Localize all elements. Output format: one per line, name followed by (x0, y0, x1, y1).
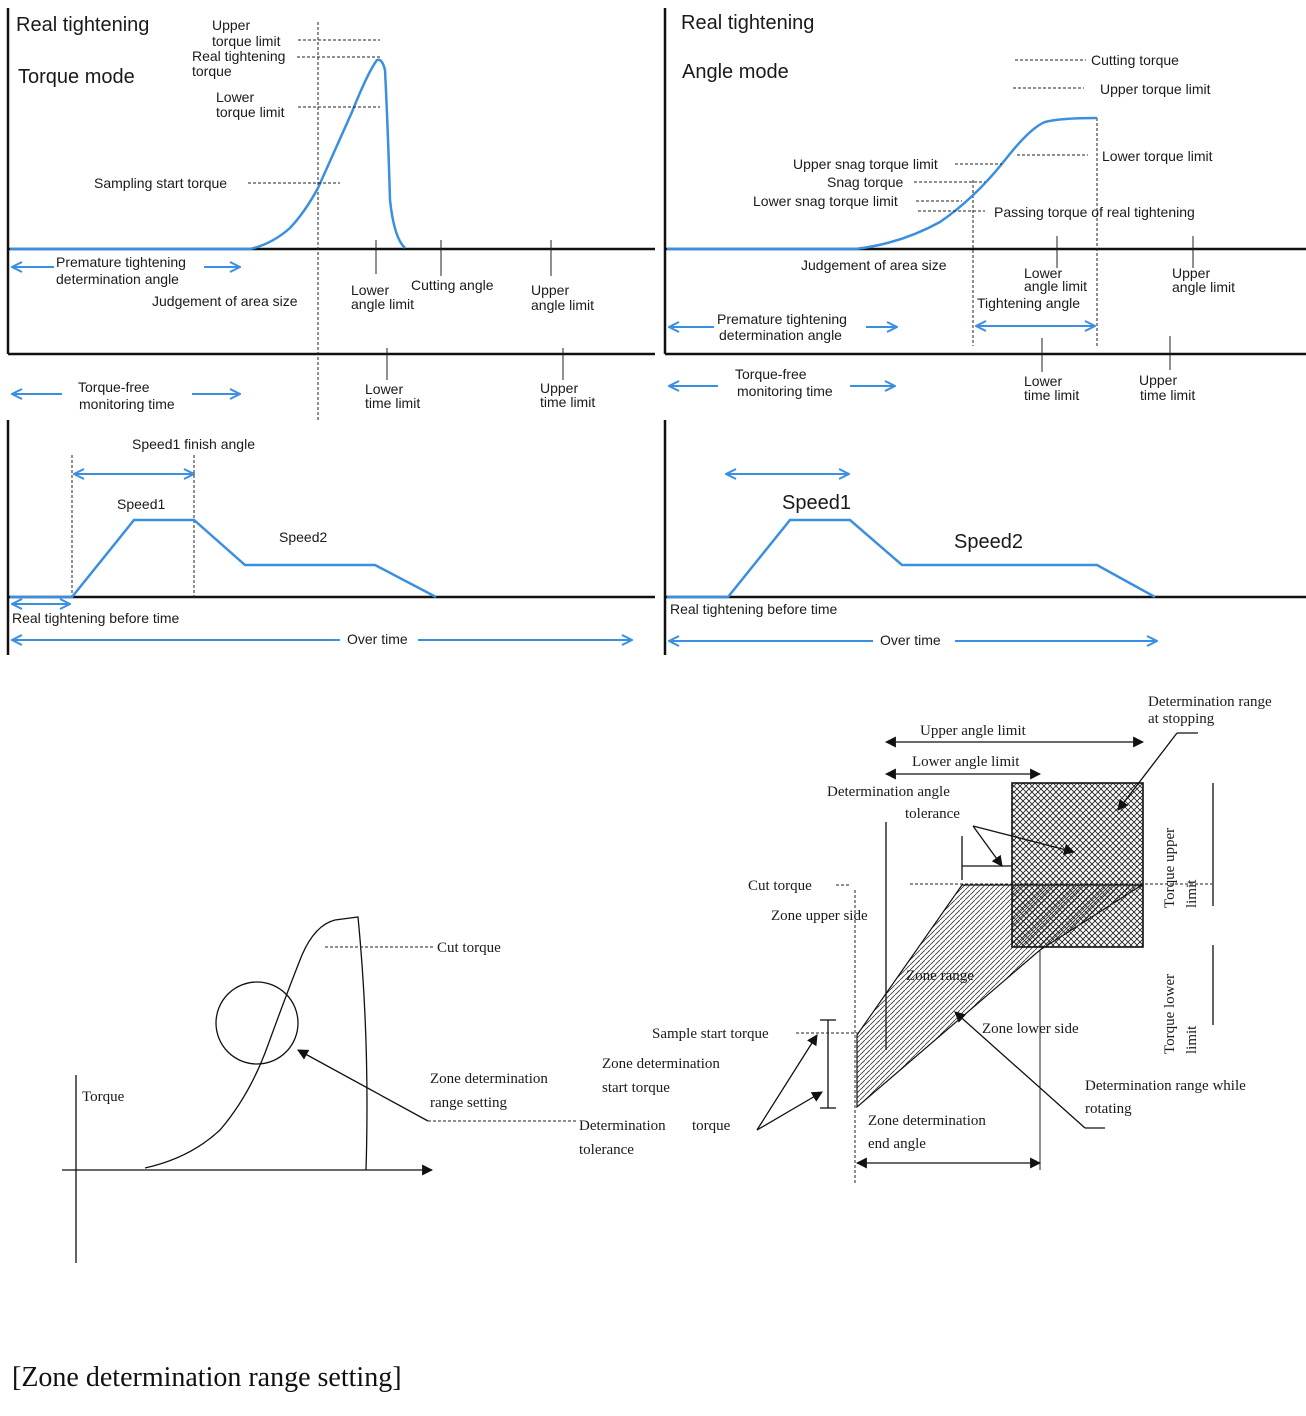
angle-lower-angle-limit-l1: Lower (1024, 265, 1062, 281)
angle-torque-free-l1: Torque-free (735, 366, 807, 382)
det-range-rotating-l1: Determination range while (1085, 1078, 1246, 1094)
torque-mode-title: Torque mode (18, 66, 135, 88)
left-cut-torque: Cut torque (437, 940, 501, 956)
angle-judgement-area: Judgement of area size (801, 257, 947, 273)
angle-curve (667, 116, 1098, 251)
upper-time-limit-l2: time limit (540, 394, 595, 410)
speed1-finish-angle: Speed1 finish angle (132, 436, 255, 452)
torque-speed-profile (10, 518, 437, 599)
upper-torque-limit-l2: torque limit (212, 33, 281, 49)
torque-mode-heading: Real tightening (16, 14, 149, 36)
torque-upper-limit-l2: limit (1184, 879, 1200, 908)
torque-lower-limit-l2: limit (1184, 1025, 1200, 1054)
angle-upper-torque-limit: Upper torque limit (1100, 81, 1211, 97)
cutting-angle: Cutting angle (411, 277, 494, 293)
angle-upper-angle-limit-l2: angle limit (1172, 279, 1235, 295)
torque-lower-limit-l1: Torque lower (1162, 974, 1178, 1054)
right-cut-torque: Cut torque (748, 878, 812, 894)
lower-angle-limit-l2: angle limit (351, 296, 414, 312)
real-tightening-torque-l2: torque (192, 63, 232, 79)
upper-time-limit-l1: Upper (540, 380, 578, 396)
det-angle-tol-l2: tolerance (905, 806, 960, 822)
lower-time-limit-l2: time limit (365, 395, 420, 411)
det-range-stopping-l1: Determination range (1148, 694, 1272, 710)
det-range-stopping-l2: at stopping (1148, 711, 1215, 727)
det-range-rotating-l2: rotating (1085, 1101, 1132, 1117)
zone-end-angle-l2: end angle (868, 1136, 926, 1152)
sample-start-torque: Sample start torque (652, 1026, 769, 1042)
torque-upper-limit-l1: Torque upper (1162, 828, 1178, 908)
torque-mode-panel: Real tightening Torque mode Upper torque… (6, 8, 655, 655)
det-tolerance-torque: torque (692, 1118, 731, 1134)
angle-mode-heading: Real tightening (681, 12, 814, 34)
angle-upper-time-l1: Upper (1139, 372, 1177, 388)
zone-range: Zone range (906, 968, 974, 984)
det-tolerance-l2: tolerance (579, 1142, 634, 1158)
premature-angle-l2: determination angle (56, 271, 179, 287)
angle-before-time: Real tightening before time (670, 601, 838, 617)
zone-setting-l1: Zone determination (430, 1071, 548, 1087)
upper-torque-limit-l1: Upper (212, 17, 250, 33)
torque-free-time-l2: monitoring time (79, 396, 175, 412)
angle-torque-free-l2: monitoring time (737, 383, 833, 399)
det-tolerance-l1: Determination (579, 1118, 666, 1134)
angle-over-time: Over time (880, 632, 941, 648)
angle-speed1-label: Speed1 (782, 492, 851, 514)
cutting-torque: Cutting torque (1091, 52, 1179, 68)
torque-curve (10, 58, 406, 251)
speed1-label: Speed1 (117, 496, 165, 512)
judgement-area-size: Judgement of area size (152, 293, 298, 309)
angle-upper-time-l2: time limit (1140, 387, 1195, 403)
lower-angle-limit: Lower angle limit (912, 754, 1020, 770)
passing-torque: Passing torque of real tightening (994, 204, 1195, 220)
det-angle-tol-l1: Determination angle (827, 784, 950, 800)
angle-speed2-label: Speed2 (954, 531, 1023, 553)
zone-caption: [Zone determination range setting] (12, 1362, 402, 1393)
zone-lower-side: Zone lower side (982, 1021, 1079, 1037)
zone-end-angle-l1: Zone determination (868, 1113, 986, 1129)
zone-setting-l2: range setting (430, 1095, 508, 1111)
zone-upper-side: Zone upper side (771, 908, 868, 924)
upper-angle-limit-l1: Upper (531, 282, 569, 298)
lower-torque-limit-l2: torque limit (216, 104, 285, 120)
upper-snag-torque-limit: Upper snag torque limit (793, 156, 938, 172)
premature-angle-l1: Premature tightening (56, 254, 186, 270)
sampling-start-torque: Sampling start torque (94, 175, 227, 191)
angle-speed-profile (667, 518, 1156, 599)
angle-upper-angle-limit-l1: Upper (1172, 265, 1210, 281)
angle-premature-l2: determination angle (719, 327, 842, 343)
angle-lower-time-l1: Lower (1024, 373, 1062, 389)
zone-start-torque-l1: Zone determination (602, 1056, 720, 1072)
before-time: Real tightening before time (12, 610, 180, 626)
angle-premature-l1: Premature tightening (717, 311, 847, 327)
angle-lower-angle-limit-l2: angle limit (1024, 278, 1087, 294)
zone-torque-axis: Torque (82, 1089, 125, 1105)
angle-lower-time-l2: time limit (1024, 387, 1079, 403)
upper-angle-limit-l2: angle limit (531, 297, 594, 313)
over-time: Over time (347, 631, 408, 647)
zone-panel: Torque Cut torque Zone determination ran… (12, 694, 1272, 1393)
lower-torque-limit-l1: Lower (216, 89, 254, 105)
angle-mode-panel: Real tightening Angle mode Cutting torqu… (663, 8, 1306, 655)
zone-start-torque-l2: start torque (602, 1080, 670, 1096)
lower-angle-limit-l1: Lower (351, 282, 389, 298)
snag-torque: Snag torque (827, 174, 903, 190)
angle-lower-torque-limit: Lower torque limit (1102, 148, 1213, 164)
angle-mode-title: Angle mode (682, 61, 789, 83)
tightening-angle: Tightening angle (977, 295, 1080, 311)
lower-snag-torque-limit: Lower snag torque limit (753, 193, 898, 209)
torque-free-time-l1: Torque-free (78, 379, 150, 395)
real-tightening-torque-l1: Real tightening (192, 48, 285, 64)
speed2-label: Speed2 (279, 529, 327, 545)
upper-angle-limit: Upper angle limit (920, 723, 1027, 739)
lower-time-limit-l1: Lower (365, 381, 403, 397)
zone-torque-curve (144, 916, 368, 1171)
